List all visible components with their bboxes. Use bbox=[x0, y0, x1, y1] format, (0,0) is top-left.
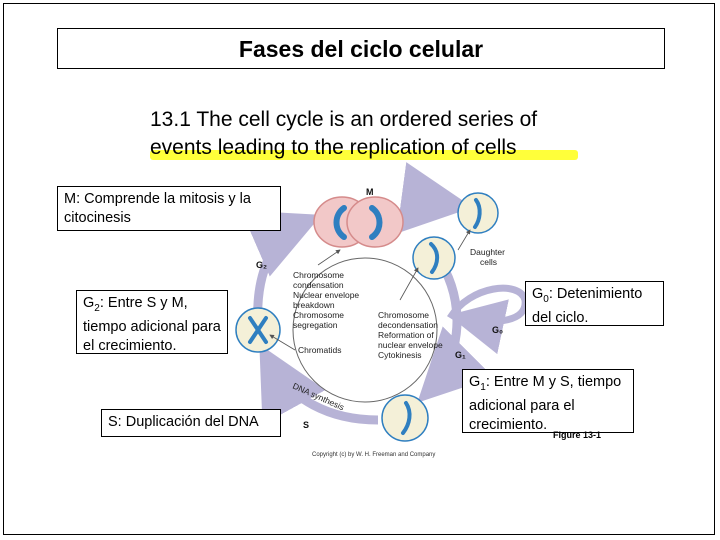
left-label-5: segregation bbox=[293, 320, 338, 330]
heading-line-2: events leading to the replication of cel… bbox=[150, 136, 517, 159]
left-label-0: Chromosome bbox=[293, 270, 344, 280]
callout-g1-sub: 1 bbox=[480, 381, 486, 393]
chromatids-label: Chromatids bbox=[298, 345, 341, 355]
phase-g2-label: G₂ bbox=[256, 260, 267, 270]
daughter-pointer bbox=[457, 229, 471, 251]
copyright-text: Copyright (c) by W. H. Freeman and Compa… bbox=[312, 452, 436, 458]
right-labels: Chromosome decondensation Reformation of… bbox=[378, 310, 443, 360]
title-box: Fases del ciclo celular bbox=[57, 28, 665, 69]
callout-s-text: S: Duplicación del DNA bbox=[108, 414, 259, 430]
callout-g1: G1: Entre M y S, tiempo adicional para e… bbox=[462, 369, 634, 433]
s-cell bbox=[381, 394, 429, 442]
right-label-4: Cytokinesis bbox=[378, 350, 421, 360]
heading-line-1: 13.1 The cell cycle is an ordered series… bbox=[150, 108, 538, 131]
figure-label: Figure 13-1 bbox=[553, 430, 602, 440]
heading-highlight bbox=[150, 150, 578, 160]
m-dividing-cell bbox=[313, 196, 404, 248]
daughter-cell-bottom bbox=[412, 236, 456, 280]
daughter-label-1: Daughter bbox=[470, 247, 505, 257]
callout-m: M: Comprende la mitosis y la citocinesis bbox=[57, 186, 281, 231]
left-labels: Chromosome condensation Nuclear envelope… bbox=[293, 270, 359, 330]
inner-cycle-circle bbox=[292, 257, 438, 403]
right-labels-pointer bbox=[399, 267, 419, 301]
left-labels-pointer bbox=[317, 249, 341, 266]
left-label-1: condensation bbox=[293, 280, 344, 290]
callout-g1-rest: : Entre M y S, tiempo adicional para el … bbox=[469, 374, 622, 433]
right-label-1: decondensation bbox=[378, 320, 438, 330]
slide-title: Fases del ciclo celular bbox=[238, 36, 484, 62]
right-label-2: Reformation of bbox=[378, 330, 434, 340]
chromatids-pointer bbox=[269, 334, 296, 351]
callout-s: S: Duplicación del DNA bbox=[101, 409, 281, 437]
callout-g2-rest: : Entre S y M, tiempo adicional para el … bbox=[83, 295, 221, 354]
phase-s-label: S bbox=[303, 420, 309, 430]
callout-g0: G0: Detenimiento del ciclo. bbox=[525, 281, 664, 326]
right-label-0: Chromosome bbox=[378, 310, 429, 320]
callout-g2-prefix: G bbox=[83, 295, 95, 311]
phase-g0-label: G₀ bbox=[492, 325, 503, 335]
left-label-3: breakdown bbox=[293, 300, 335, 310]
slide-frame bbox=[3, 3, 715, 535]
callout-g2: G2: Entre S y M, tiempo adicional para e… bbox=[76, 290, 228, 354]
slide-heading: 13.1 The cell cycle is an ordered series… bbox=[150, 106, 590, 162]
phase-g1-label: G₁ bbox=[455, 350, 466, 360]
daughter-label-2: cells bbox=[480, 257, 497, 267]
left-label-4: Chromosome bbox=[293, 310, 344, 320]
callout-g0-prefix: G bbox=[532, 286, 544, 302]
callout-g2-sub: 2 bbox=[94, 302, 100, 314]
g2-cell bbox=[235, 307, 281, 353]
phase-m-label: M bbox=[366, 187, 374, 197]
cycle-arrow-g1 bbox=[417, 267, 494, 403]
cycle-arrow-s bbox=[259, 344, 379, 425]
callout-g1-prefix: G bbox=[469, 374, 481, 390]
right-label-3: nuclear envelope bbox=[378, 340, 443, 350]
callout-g0-rest: : Detenimiento del ciclo. bbox=[532, 286, 643, 326]
cycle-arrow-m bbox=[392, 162, 473, 234]
callout-m-text: M: Comprende la mitosis y la citocinesis bbox=[64, 191, 251, 226]
g0-loop-arrow bbox=[447, 284, 529, 355]
daughter-cell-top bbox=[457, 192, 499, 234]
left-label-2: Nuclear envelope bbox=[293, 290, 359, 300]
callout-g0-sub: 0 bbox=[543, 293, 549, 305]
